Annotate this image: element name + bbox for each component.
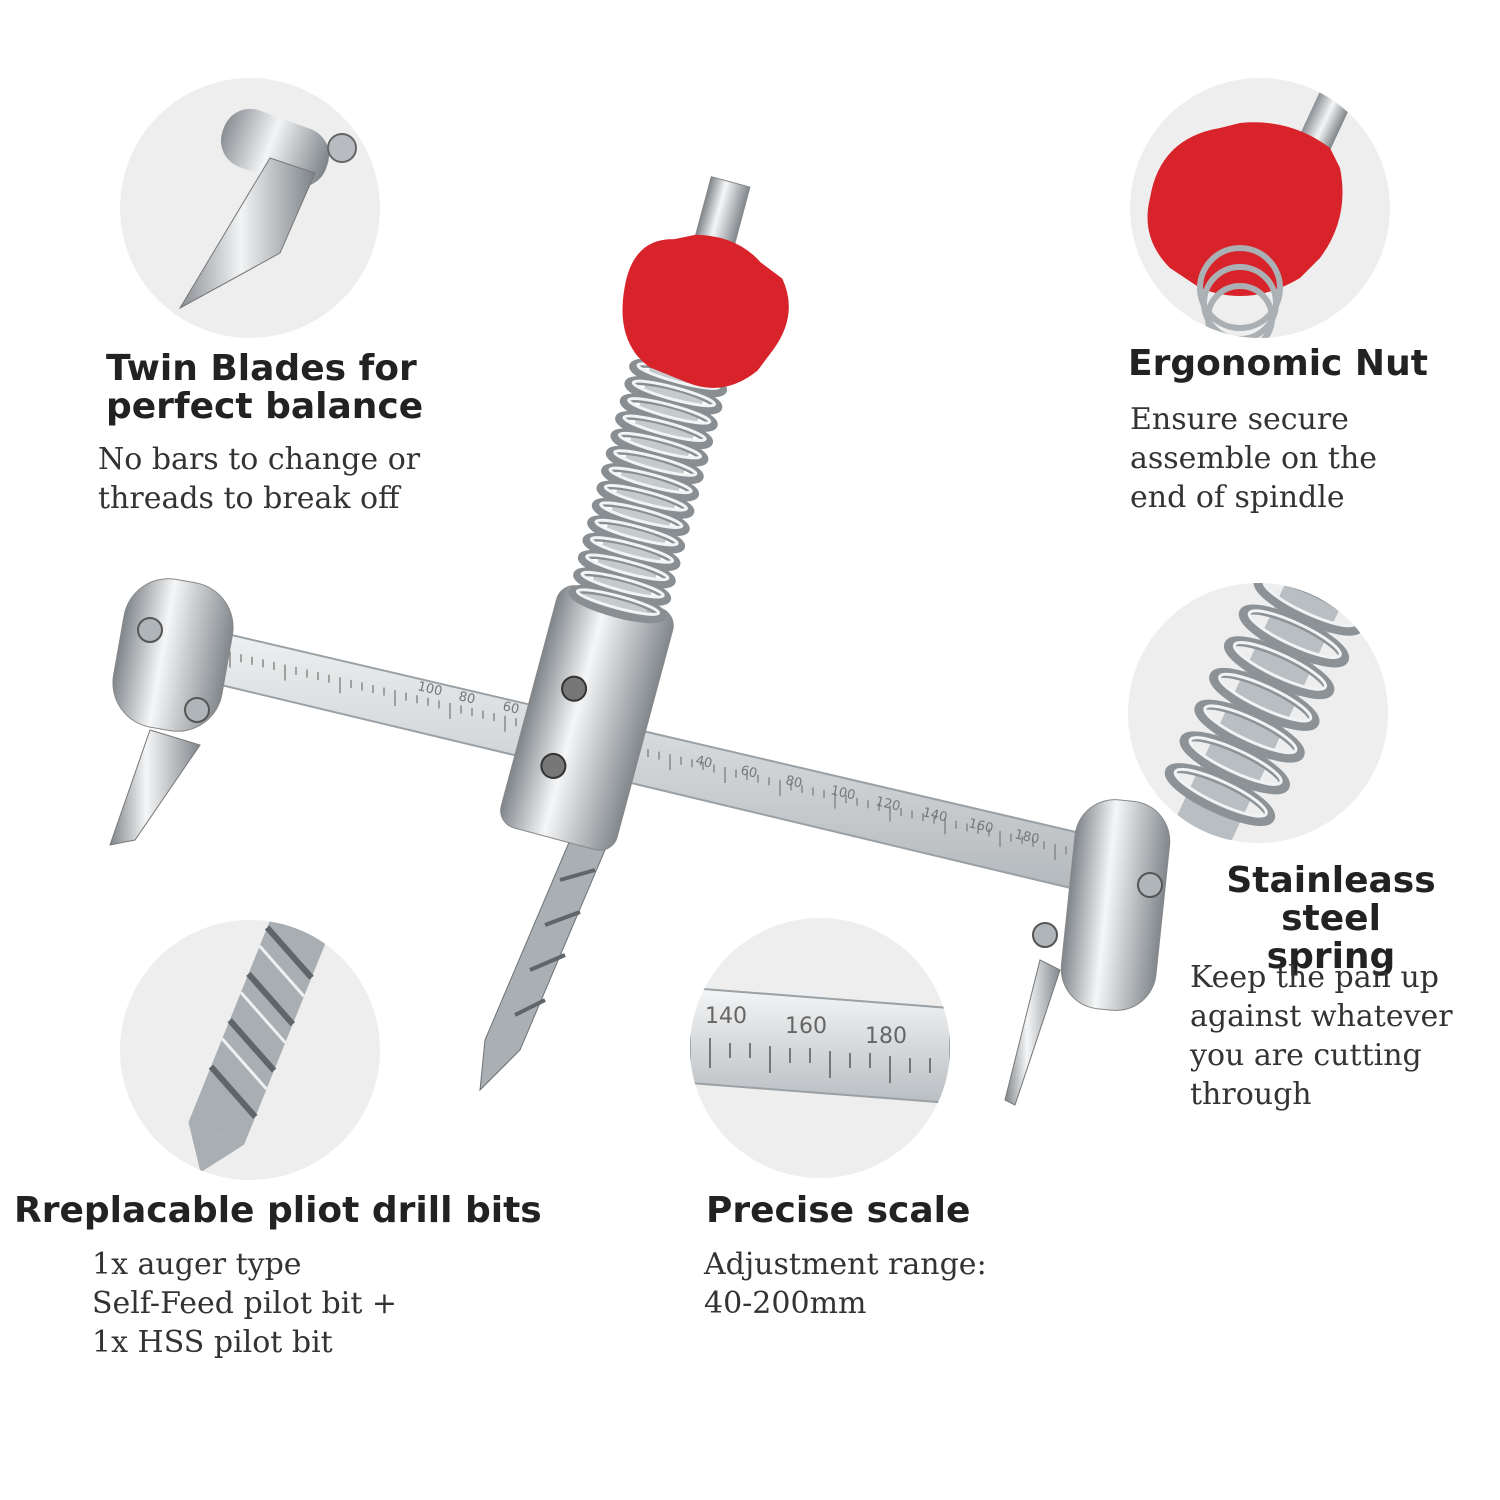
- ergonomic-nut-detail-circle: [1130, 78, 1390, 338]
- zoom-tick-label: 140: [705, 1004, 747, 1029]
- arm-tick-label: 60: [739, 763, 758, 781]
- precise-scale-description: Adjustment range: 40-200mm: [704, 1247, 987, 1321]
- twin-blades-title-line2: perfect balance: [106, 386, 424, 427]
- ergonomic-nut-title: Ergonomic Nut: [1128, 343, 1428, 384]
- twin-blades-detail-circle: [120, 78, 380, 338]
- drill-bits-description: 1x auger type Self-Feed pilot bit + 1x H…: [92, 1247, 398, 1360]
- arm-tick-label: 180: [1013, 827, 1041, 847]
- arm-tick-label: 80: [457, 689, 476, 707]
- zoom-tick-label: 160: [785, 1014, 827, 1039]
- scale-detail-circle: 140 160 180: [690, 918, 950, 1178]
- pilot-drill-bit: [479, 839, 606, 1092]
- arm-tick-label: 100: [829, 783, 857, 803]
- arm-tick-label: 160: [967, 816, 995, 836]
- arm-tick-label: 140: [921, 805, 949, 825]
- spring-title-line2: spring: [1266, 936, 1396, 977]
- arm-tick-label: 120: [874, 794, 902, 814]
- twin-blades-title-line1: Twin Blades for: [106, 348, 417, 389]
- drill-bit-icon: [188, 920, 331, 1173]
- spring-title-line1: Stainleass steel: [1226, 860, 1436, 939]
- spring-title: Stainleass steel spring: [1175, 862, 1487, 976]
- precise-scale-title: Precise scale: [706, 1190, 971, 1231]
- arm-tick-label: 100: [416, 679, 444, 699]
- twin-blades-title: Twin Blades for perfect balance: [106, 350, 423, 426]
- right-blade-holder: [1004, 799, 1171, 1106]
- arm-tick-label: 60: [501, 699, 520, 717]
- twin-blades-description: No bars to change or threads to break of…: [98, 442, 421, 516]
- drill-bits-title: Rreplacable pliot drill bits: [14, 1190, 542, 1231]
- arm-tick-label: 40: [694, 753, 713, 771]
- zoom-tick-label: 180: [865, 1024, 907, 1049]
- ergonomic-nut-description: Ensure secure assemble on the end of spi…: [1130, 402, 1378, 515]
- arm-tick-label: 80: [784, 773, 803, 791]
- center-spindle: [500, 176, 789, 851]
- spring-description: Keep the pan up against whatever you are…: [1190, 960, 1453, 1112]
- red-knob: [622, 234, 789, 388]
- ruler-icon: 140 160 180: [690, 986, 950, 1105]
- blade-icon: [178, 108, 357, 310]
- left-blade-holder: [109, 578, 234, 846]
- red-knob-icon: [1147, 78, 1358, 338]
- drill-bit-detail-circle: [120, 920, 380, 1180]
